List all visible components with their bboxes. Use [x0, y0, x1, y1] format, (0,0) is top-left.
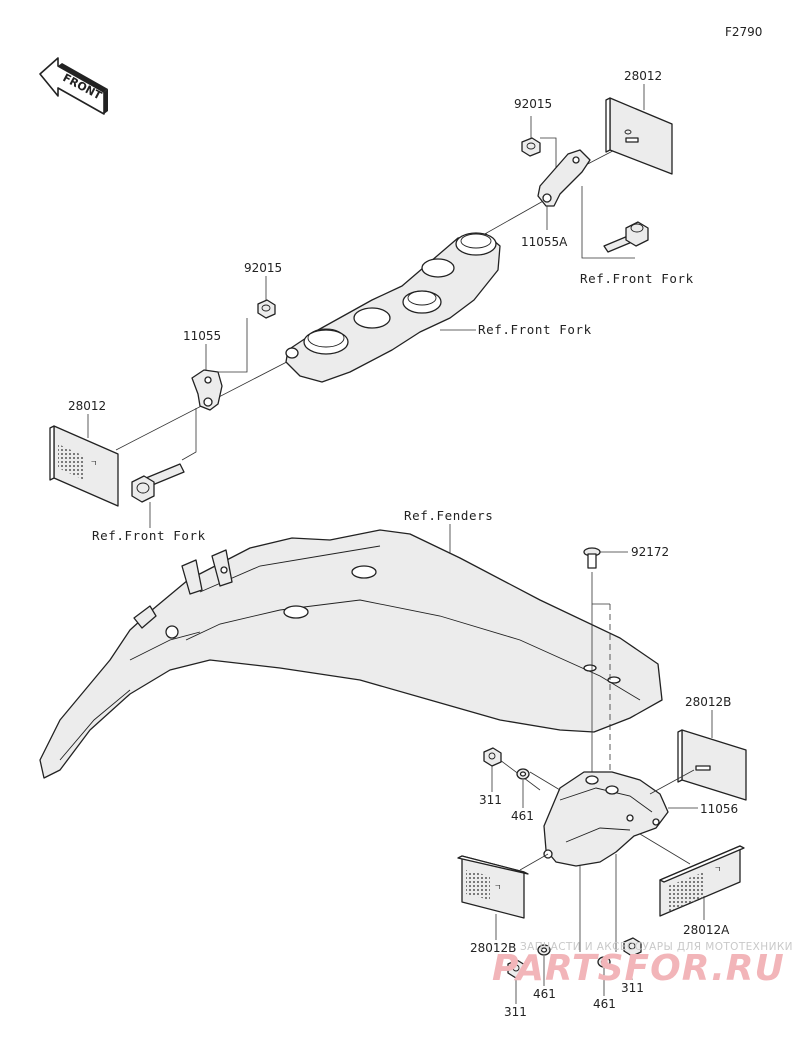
callout-92015-left: 92015: [244, 261, 282, 275]
callout-311-lower-right: 311: [621, 981, 644, 995]
callout-92015-top: 92015: [514, 97, 552, 111]
reflector-28012A: ㄱ: [659, 845, 745, 917]
callout-311-upper: 311: [479, 793, 502, 807]
callout-ref-front-fork-center: Ref.Front Fork: [478, 322, 592, 337]
bracket-11056: [543, 771, 669, 867]
bracket-11055A: [537, 149, 591, 207]
screw-92172: [583, 547, 601, 569]
callout-11055A: 11055A: [521, 235, 568, 249]
figure-code: F2790: [725, 25, 762, 39]
reflector-28012-left: ㄱ: [49, 425, 119, 507]
callout-28012B-right: 28012B: [685, 695, 731, 709]
reflector-28012B-left: ㄱ: [457, 855, 529, 919]
washer-461-lower-left: [537, 944, 551, 956]
reflector-28012-top: [605, 97, 673, 175]
callout-28012A: 28012A: [683, 923, 730, 937]
callout-28012B-left: 28012B: [470, 941, 516, 955]
callout-ref-front-fork-right: Ref.Front Fork: [580, 271, 694, 286]
nut-311-upper: [483, 747, 502, 767]
callout-311-lower-left: 311: [504, 1005, 527, 1019]
washer-461-lower-right: [597, 956, 611, 968]
fork-bracket: [285, 232, 501, 383]
bolt-left: [131, 463, 185, 503]
watermark-tagline: ЗАПЧАСТИ И АКСЕССУАРЫ ДЛЯ МОТОТЕХНИКИ: [520, 941, 793, 953]
reflector-28012B-right: [677, 729, 747, 801]
svg-text:ㄱ: ㄱ: [714, 865, 721, 874]
callout-461-lower-right: 461: [593, 997, 616, 1011]
svg-text:ㄱ: ㄱ: [90, 459, 97, 468]
svg-text:ㄱ: ㄱ: [494, 883, 501, 892]
nut-92015-left: [257, 299, 276, 319]
washer-461-upper: [516, 768, 530, 780]
nut-311-lower-right: [623, 937, 642, 957]
callout-92172: 92172: [631, 545, 669, 559]
front-arrow-icon: FRONT: [39, 57, 108, 115]
callout-461-lower-left: 461: [533, 987, 556, 1001]
bolt-right: [603, 221, 649, 253]
callout-11055: 11055: [183, 329, 221, 343]
callout-ref-fenders: Ref.Fenders: [404, 508, 493, 523]
callout-ref-front-fork-left: Ref.Front Fork: [92, 528, 206, 543]
nut-311-lower-left: [507, 959, 526, 979]
rear-fender: [39, 529, 663, 779]
bracket-11055: [191, 369, 223, 411]
callout-11056: 11056: [700, 802, 738, 816]
callout-461-upper: 461: [511, 809, 534, 823]
callout-28012-left: 28012: [68, 399, 106, 413]
watermark-brand: PARTSFOR.RU: [492, 948, 785, 989]
nut-92015-top: [521, 137, 541, 157]
callout-28012-top: 28012: [624, 69, 662, 83]
